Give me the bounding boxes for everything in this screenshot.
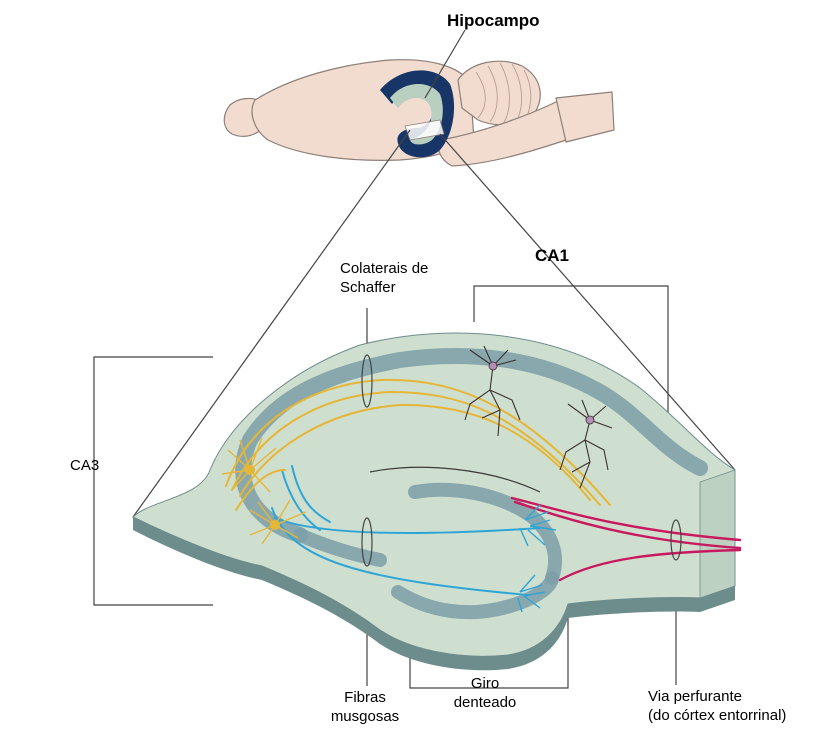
- ca3-bracket: [94, 357, 213, 605]
- mossy-label-line2: musgosas: [320, 707, 410, 726]
- ca3-cell-body-2: [270, 520, 280, 530]
- schaffer-label-line1: Colaterais de: [340, 259, 428, 278]
- slice-cut-face: [700, 470, 735, 598]
- ca3-label: CA3: [70, 456, 99, 475]
- dentate-label-line2: denteado: [440, 693, 530, 712]
- ca1-label: CA1: [535, 246, 569, 265]
- ca3-cell-body-1: [245, 465, 255, 475]
- dentate-label: Giro denteado: [440, 674, 530, 712]
- perforant-label: Via perfurante (do córtex entorrinal): [648, 687, 786, 725]
- schaffer-label-line2: Schaffer: [340, 278, 428, 297]
- hippocampus-label: Hipocampo: [447, 11, 540, 30]
- perforant-label-line1: Via perfurante: [648, 687, 786, 706]
- rat-brain: [224, 60, 614, 166]
- mossy-label: Fibras musgosas: [320, 688, 410, 726]
- mossy-label-line1: Fibras: [320, 688, 410, 707]
- spinal-cord: [556, 92, 614, 142]
- dentate-label-line1: Giro: [440, 674, 530, 693]
- schaffer-label: Colaterais de Schaffer: [340, 259, 428, 297]
- perforant-label-line2: (do córtex entorrinal): [648, 706, 786, 725]
